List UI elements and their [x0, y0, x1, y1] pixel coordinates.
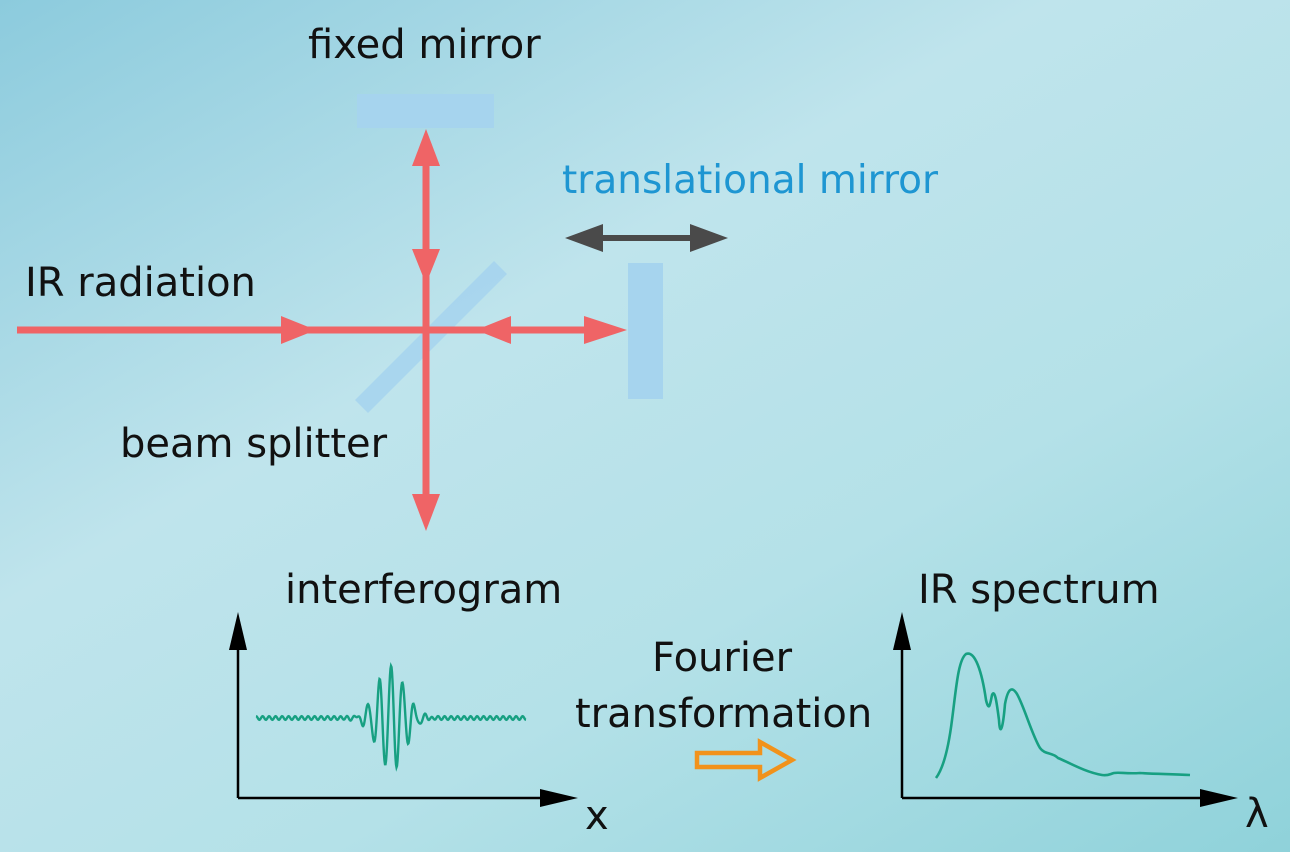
interferogram-y-arrow: [229, 612, 247, 650]
ir-beam-paths: [17, 129, 627, 531]
interferogram-curve: [255, 661, 527, 772]
fixed-mirror: [357, 94, 494, 128]
x-axis-label: x: [585, 793, 609, 839]
fourier-transformation-label-line2: transformation: [575, 691, 873, 737]
fixed-mirror-label: fixed mirror: [308, 22, 541, 68]
lambda-axis-label: λ: [1245, 791, 1269, 837]
spectrum-y-arrow: [893, 612, 911, 650]
beam-arrow-right-to-mirror: [584, 316, 627, 344]
fourier-transformation-label-line1: Fourier: [652, 635, 793, 681]
fourier-arrow: [694, 738, 797, 782]
mirror-motion-arrow: [565, 224, 728, 252]
beam-arrow-down-output: [412, 494, 440, 531]
beam-arrow-right-input: [281, 316, 316, 344]
interferogram-axes: [229, 612, 578, 807]
spectrum-x-arrow: [1200, 789, 1238, 807]
spectrum-axes: [893, 612, 1238, 807]
interferogram-x-arrow: [540, 789, 578, 807]
ir-spectrum-label: IR spectrum: [918, 567, 1160, 613]
translational-mirror: [628, 263, 663, 399]
beam-arrow-down: [412, 249, 440, 284]
translational-mirror-label: translational mirror: [562, 158, 939, 203]
beam-splitter: [355, 261, 507, 413]
beam-arrow-left: [476, 316, 511, 344]
ir-spectrum-curve: [934, 652, 1191, 779]
interferogram-label: interferogram: [285, 567, 563, 613]
ir-radiation-label: IR radiation: [25, 260, 256, 306]
beam-splitter-label: beam splitter: [120, 421, 388, 467]
beam-arrow-up-to-mirror: [412, 129, 440, 166]
